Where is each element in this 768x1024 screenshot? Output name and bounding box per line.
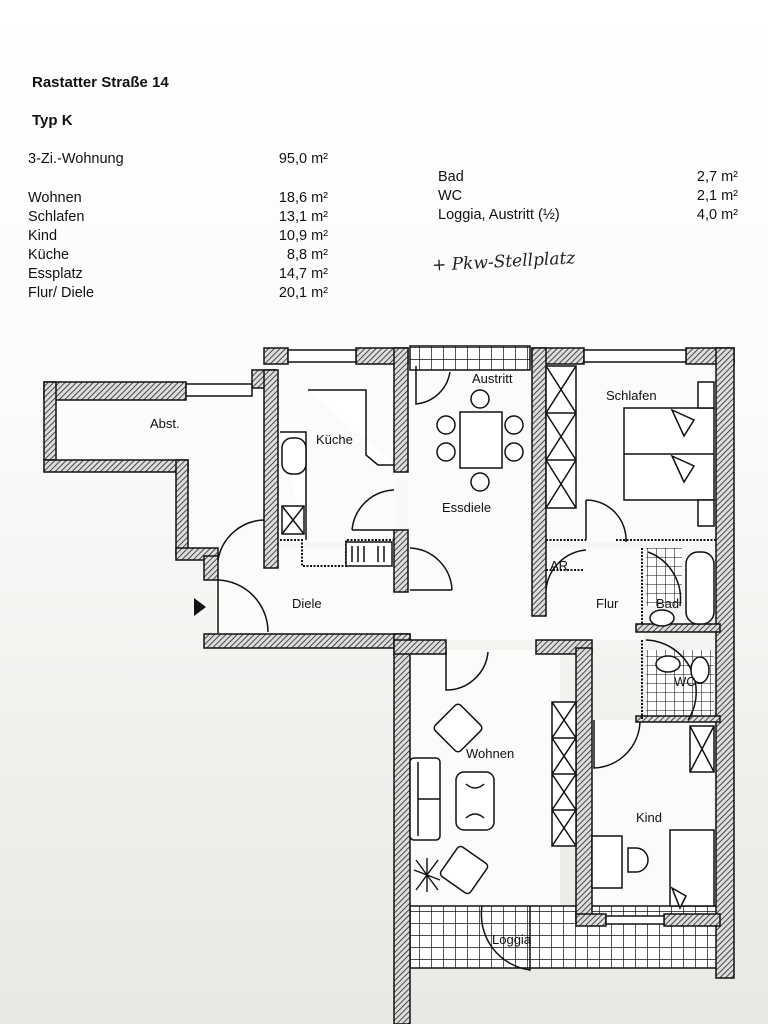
room-name: Bad xyxy=(438,169,464,185)
room-name: Wohnen xyxy=(28,190,82,206)
room-area-list-right: Bad 2,7 m² WC 2,1 m² Loggia, Austritt (½) 4… xyxy=(438,168,738,225)
area-row: Schlafen 13,1 m² xyxy=(28,208,328,227)
area-row: Wohnen 18,6 m² xyxy=(28,189,328,208)
room-label-abst: Abst. xyxy=(150,416,180,431)
plant-icon xyxy=(413,858,441,892)
wohnen-furniture xyxy=(409,701,577,895)
room-label-loggia: Loggia xyxy=(492,932,532,947)
partitions xyxy=(280,539,716,720)
room-name: Flur/ Diele xyxy=(28,285,95,301)
room-name: Kind xyxy=(28,228,58,244)
dining-table xyxy=(436,389,524,492)
area-row: Küche 8,8 m² xyxy=(28,246,328,265)
room-area: 13,1 m² xyxy=(278,209,328,225)
room-name: Essplatz xyxy=(28,266,83,282)
total-value: 95,0 m² xyxy=(278,151,328,167)
unit-type: Typ K xyxy=(32,112,73,129)
room-label-diele: Diele xyxy=(292,596,322,611)
area-row: Kind 10,9 m² xyxy=(28,227,328,246)
walls xyxy=(43,347,735,1024)
room-name: Loggia, Austritt (½) xyxy=(438,207,560,223)
room-label-schlafen: Schlafen xyxy=(606,388,657,403)
room-label-essdiele: Essdiele xyxy=(442,500,491,515)
room-area: 10,9 m² xyxy=(278,228,328,244)
room-area: 2,1 m² xyxy=(696,188,738,204)
room-area: 20,1 m² xyxy=(278,285,328,301)
room-label-kind: Kind xyxy=(636,810,662,825)
area-row: Essplatz 14,7 m² xyxy=(28,265,328,284)
room-label-ar: AR xyxy=(550,558,568,573)
kind-furniture xyxy=(591,725,715,910)
total-label: 3-Zi.-Wohnung xyxy=(28,151,124,167)
room-name: Küche xyxy=(28,247,70,263)
bathroom-fixtures xyxy=(649,551,715,684)
room-label-wohnen: Wohnen xyxy=(466,746,514,761)
room-label-kueche: Küche xyxy=(316,432,353,447)
address-title: Rastatter Straße 14 xyxy=(32,74,169,91)
area-row: Bad 2,7 m² xyxy=(438,168,738,187)
room-label-bad: Bad xyxy=(656,596,679,611)
room-name: Schlafen xyxy=(28,209,85,225)
room-area: 18,6 m² xyxy=(278,190,328,206)
austritt-tiles xyxy=(409,345,531,371)
room-area: 4,0 m² xyxy=(696,207,738,223)
total-area-row: 3-Zi.-Wohnung 95,0 m² xyxy=(28,150,328,169)
room-area-list-left: 3-Zi.-Wohnung 95,0 m² Wohnen 18,6 m² Schl… xyxy=(28,150,328,303)
area-row: WC 2,1 m² xyxy=(438,187,738,206)
kitchen-fixtures xyxy=(280,389,394,567)
entrance-arrow-icon xyxy=(194,598,206,616)
area-row: Loggia, Austritt (½) 4,0 m² xyxy=(438,206,738,225)
room-label-flur: Flur xyxy=(596,596,619,611)
room-area: 14,7 m² xyxy=(278,266,328,282)
room-area: 8,8 m² xyxy=(286,247,328,263)
schlafen-furniture xyxy=(545,365,715,527)
room-label-austritt: Austritt xyxy=(472,371,513,386)
doors xyxy=(217,366,697,971)
windows xyxy=(185,349,687,925)
area-row: Flur/ Diele 20,1 m² xyxy=(28,284,328,303)
room-area: 2,7 m² xyxy=(696,169,738,185)
room-name: WC xyxy=(438,188,463,204)
room-label-wc: WC xyxy=(674,674,696,689)
